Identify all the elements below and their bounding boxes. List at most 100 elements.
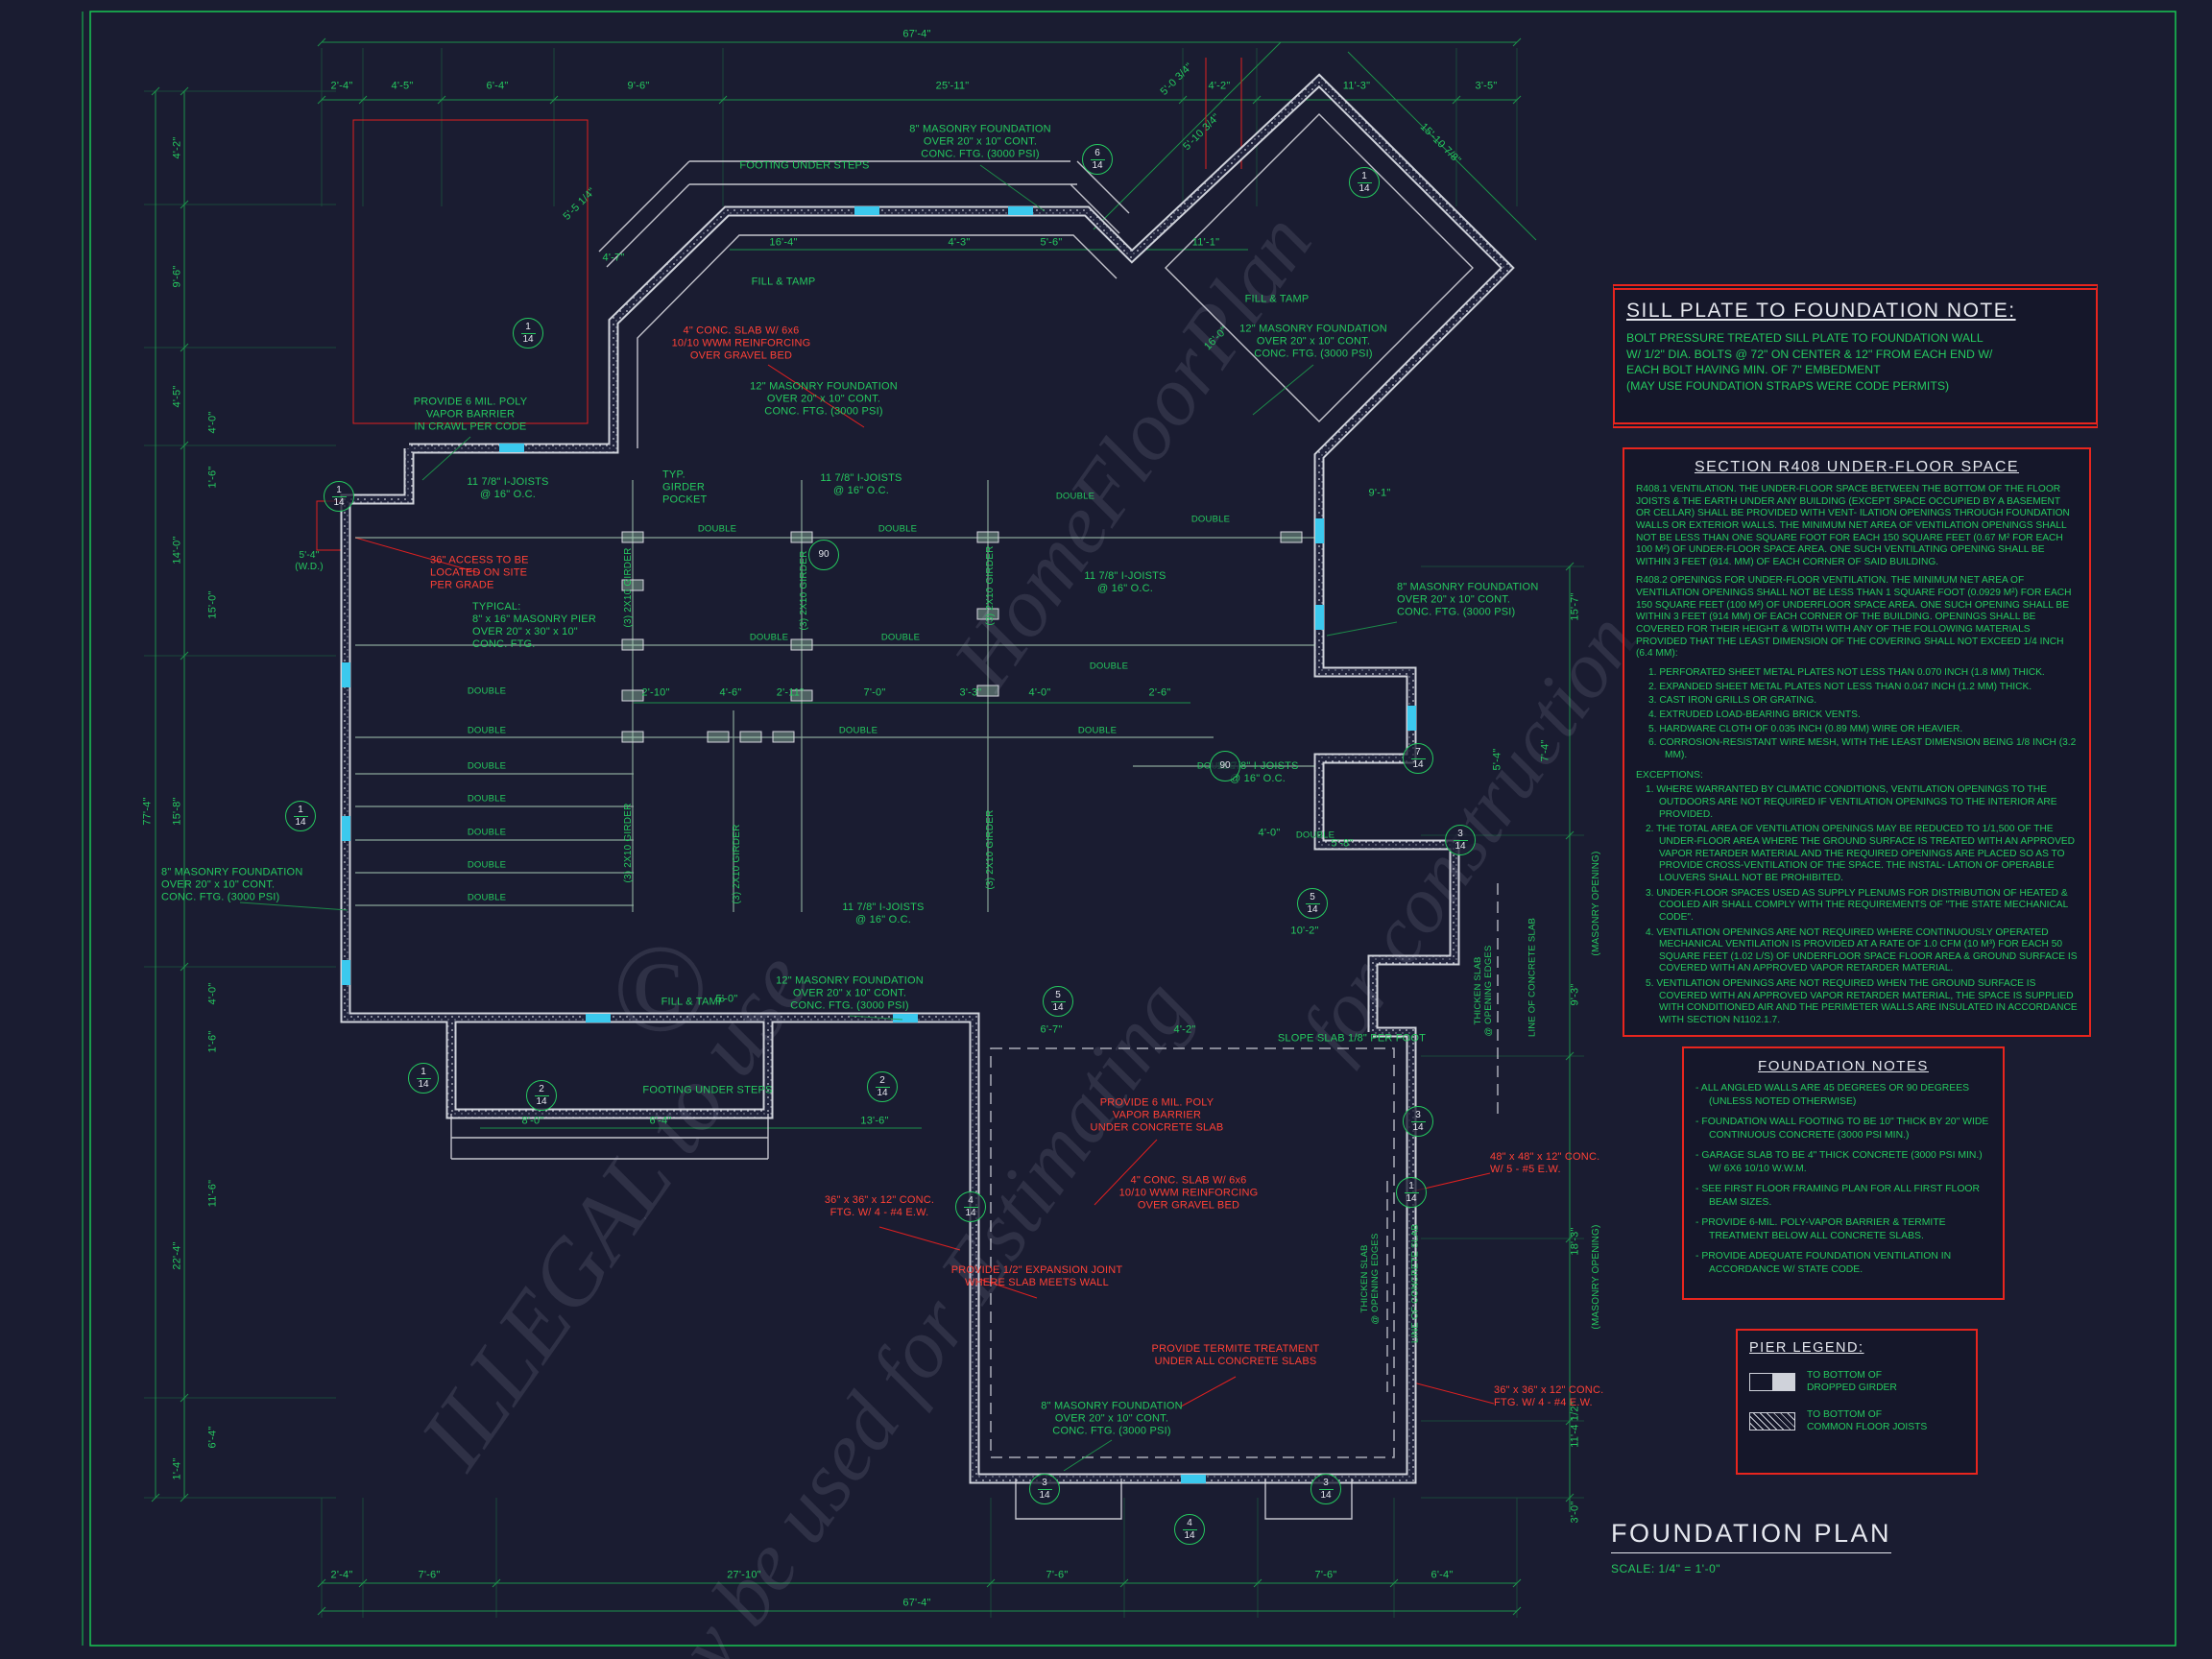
plan-label: 4'-2" (1173, 1023, 1196, 1036)
slab-dashed-lines (990, 883, 1499, 1458)
plan-label: 6'-7" (1040, 1023, 1063, 1036)
plan-label: TYP. GIRDER POCKET (662, 469, 708, 506)
r408-numbered-item: 2. EXPANDED SHEET METAL PLATES NOT LESS … (1648, 681, 2032, 692)
plan-label: 4" CONC. SLAB W/ 6x6 10/10 WWM REINFORCI… (671, 325, 811, 362)
plan-label: LINE OF CONCRETE SLAB (1527, 917, 1538, 1038)
plan-label: 8" MASONRY FOUNDATION OVER 20" x 10" CON… (909, 123, 1051, 160)
inner-wall-lines (450, 113, 1474, 1520)
plan-label: 10'-2" (1290, 925, 1319, 937)
plan-label: DOUBLE (467, 859, 507, 871)
plan-label: SLOPE SLAB 1/8" PER FOOT (1277, 1032, 1427, 1045)
r408-exception-item: 2. THE TOTAL AREA OF VENTILATION OPENING… (1646, 824, 2076, 883)
foundation-note-item: - GARAGE SLAB TO BE 4" THICK CONCRETE (3… (1695, 1150, 1983, 1174)
plan-label: DOUBLE (838, 725, 878, 736)
plan-label: 11'-1" (1191, 236, 1220, 249)
dimension-ticks (151, 37, 1575, 1616)
plan-label: (MASONRY OPENING) (1591, 851, 1602, 956)
plan-label: 11 7/8" I-JOISTS @ 16" O.C. (842, 902, 925, 926)
r408-exception-item: 5. VENTILATION OPENINGS ARE NOT REQUIRED… (1646, 978, 2078, 1025)
red-construction-lines (316, 58, 1495, 1407)
plan-label: 5'-0" (715, 993, 738, 1005)
plan-label: 3'-0" (1569, 1501, 1581, 1524)
plan-label: 15'-8" (171, 797, 183, 826)
plan-label: 11 7/8" I-JOISTS @ 16" O.C. (467, 476, 549, 500)
plan-label: 2'-11" (776, 686, 805, 699)
plan-label: 5'-8" (1331, 837, 1354, 850)
plan-label: 2'-6" (1148, 686, 1171, 699)
plan-label: 4'-0" (206, 411, 219, 434)
plan-label: DOUBLE (1190, 514, 1231, 525)
r408-paragraph: R408.1 VENTILATION. THE UNDER-FLOOR SPAC… (1636, 484, 2070, 567)
plan-label: DOUBLE (1077, 725, 1118, 736)
plan-label: 9'-6" (627, 80, 650, 92)
dropped-girder-symbol (1749, 1372, 1795, 1391)
sheet-border (82, 11, 2176, 1647)
plan-label: 7'-6" (1314, 1569, 1337, 1581)
plan-label: 11'-6" (206, 1179, 219, 1208)
plan-label: 18'-3" (1569, 1227, 1581, 1256)
plan-label: 4'-3" (948, 236, 971, 249)
vent-marks (342, 206, 1416, 1483)
plan-label: 5'-5 1/4" (561, 185, 598, 223)
plan-label: (MASONRY OPENING) (1591, 1224, 1602, 1330)
plan-label: 5'-10 3/4" (1181, 111, 1223, 154)
dimension-lines (151, 37, 1575, 1616)
plan-label: 4'-6" (719, 686, 742, 699)
plan-label: FILL & TAMP (661, 996, 726, 1008)
plan-label: 8" MASONRY FOUNDATION OVER 20" x 10" CON… (161, 866, 303, 903)
plan-label: 6'-4" (206, 1426, 219, 1449)
r408-numbered-item: 1. PERFORATED SHEET METAL PLATES NOT LES… (1648, 666, 2045, 678)
extension-lines (144, 48, 1584, 1618)
foundation-notes-list: - ALL ANGLED WALLS ARE 45 DEGREES OR 90 … (1695, 1082, 1991, 1276)
plan-label: 7'-0" (863, 686, 886, 699)
plan-label: 2'-10" (641, 686, 670, 699)
plan-label: 4'-0" (1258, 827, 1281, 839)
foundation-note-item: - PROVIDE 6-MIL. POLY-VAPOR BARRIER & TE… (1695, 1217, 1946, 1241)
plan-label: DOUBLE (1295, 830, 1335, 841)
plan-label: 5'-0 3/4" (1158, 60, 1195, 98)
sill-plate-note-title: SILL PLATE TO FOUNDATION NOTE: (1626, 300, 2016, 322)
plan-label: 7'-4" (1539, 739, 1551, 762)
plan-label: 11'-3" (1342, 80, 1371, 92)
plan-label: 77'-4" (141, 797, 154, 826)
plan-label: 9'-3" (1569, 983, 1581, 1006)
plan-label: DOUBLE (467, 725, 507, 736)
plan-label: 14'-0" (171, 536, 183, 565)
plan-label: 12" MASONRY FOUNDATION OVER 20" x 10" CO… (750, 380, 898, 418)
r408-paragraph: R408.2 OPENINGS FOR UNDER-FLOOR VENTILAT… (1636, 575, 2072, 660)
plan-label: (3) 2X10 GIRDER (623, 803, 635, 883)
r408-paragraphs: R408.1 VENTILATION. THE UNDER-FLOOR SPAC… (1636, 484, 2078, 661)
detail-callout-bubble: 90 (1210, 751, 1240, 781)
plan-label: 67'-4" (902, 28, 931, 40)
r408-exception-item: 1. WHERE WARRANTED BY CLIMATIC CONDITION… (1646, 784, 2057, 820)
common-joists-symbol (1749, 1411, 1795, 1431)
plan-label: 11 7/8" I-JOISTS @ 16" O.C. (820, 472, 902, 496)
r408-numbered-list: 1. PERFORATED SHEET METAL PLATES NOT LES… (1636, 667, 2078, 761)
plan-label: 4" CONC. SLAB W/ 6x6 10/10 WWM REINFORCI… (1118, 1174, 1259, 1212)
common-joists-label: TO BOTTOM OF COMMON FLOOR JOISTS (1807, 1408, 1928, 1433)
sill-note-line: W/ 1/2" DIA. BOLTS @ 72" ON CENTER & 12"… (1626, 347, 1993, 361)
sill-note-line: (MAY USE FOUNDATION STRAPS WERE CODE PER… (1626, 378, 1950, 393)
foundation-note-item: - ALL ANGLED WALLS ARE 45 DEGREES OR 90 … (1695, 1083, 1970, 1107)
r408-numbered-item: 5. HARDWARE CLOTH OF 0.035 INCH (0.89 MM… (1648, 723, 1963, 734)
plan-label: PROVIDE 1/2" EXPANSION JOINT WHERE SLAB … (950, 1264, 1123, 1288)
plan-label: DOUBLE (467, 760, 507, 772)
plan-label: FOOTING UNDER STEPS (739, 159, 870, 172)
plan-label: DOUBLE (1089, 661, 1129, 672)
green-leader-lines (239, 164, 1398, 1472)
plan-label: 4'-5" (391, 80, 414, 92)
pier-legend-panel: PIER LEGEND: TO BOTTOM OF DROPPED GIRDER… (1736, 1329, 1978, 1475)
r408-numbered-item: 4. EXTRUDED LOAD-BEARING BRICK VENTS. (1648, 709, 1861, 720)
plan-label: 36" x 36" x 12" CONC. FTG. W/ 4 - #4 E.W… (1494, 1384, 1604, 1408)
plan-label: 11 7/8" I-JOISTS @ 16" O.C. (1084, 570, 1166, 594)
